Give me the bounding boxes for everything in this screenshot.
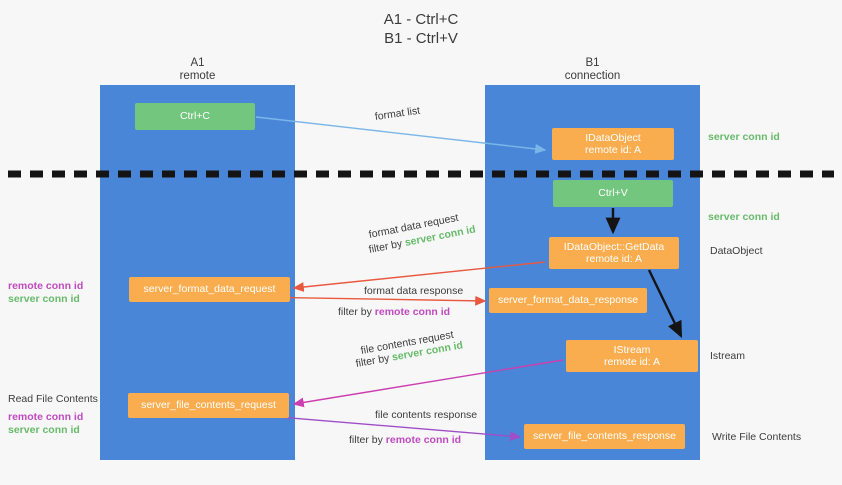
box-server-format-data-request[interactable]: server_format_data_request [129, 277, 290, 302]
annotation-write-file-contents: Write File Contents [712, 431, 802, 443]
lane-b1-name: B1 [585, 57, 600, 69]
lane-header-b1: B1 connection [515, 57, 670, 83]
filter-by-text-2: filter by [338, 306, 372, 318]
annotation-server-conn-id-mid: server conn id [708, 211, 780, 223]
edge-label-format-list: format list [374, 104, 421, 123]
page-title: A1 - Ctrl+C B1 - Ctrl+V [0, 10, 842, 48]
box-server-format-data-response-label: server_format_data_response [497, 294, 639, 307]
annotation-remote-conn-id-bottom: remote conn id [8, 411, 84, 423]
lane-b1-role: connection [564, 70, 621, 82]
title-line-1: A1 - Ctrl+C [383, 11, 459, 28]
box-ctrl-c-label: Ctrl+C [179, 110, 211, 123]
annotation-data-object: DataObject [710, 245, 763, 257]
lane-a1-role: remote [179, 70, 216, 82]
filter-by-text-3: filter by [354, 352, 391, 370]
box-server-file-contents-response-label: server_file_contents_response [532, 430, 676, 443]
box-ctrl-c[interactable]: Ctrl+C [135, 103, 255, 130]
box-server-file-contents-response[interactable]: server_file_contents_response [524, 424, 685, 449]
edge-filter-format-data-response: filter by remote conn id [338, 306, 450, 319]
annotation-left-middle: remote conn id server conn id [8, 280, 83, 306]
box-istream-subtitle: remote id: A [603, 356, 661, 368]
box-idataobject-subtitle: remote id: A [584, 144, 642, 156]
lane-header-a1: A1 remote [120, 57, 275, 83]
filter-by-text-4: filter by [349, 434, 383, 446]
lane-a1-name: A1 [190, 57, 205, 69]
box-istream[interactable]: IStream remote id: A [566, 340, 698, 372]
filter-value-remote-conn-id-2: remote conn id [385, 434, 462, 446]
box-server-file-contents-request[interactable]: server_file_contents_request [128, 393, 289, 418]
annotation-remote-conn-id-mid: remote conn id [8, 280, 84, 292]
title-line-2: B1 - Ctrl+V [384, 30, 458, 47]
box-server-format-data-request-label: server_format_data_request [143, 283, 276, 296]
annotation-server-conn-id-top: server conn id [708, 131, 780, 143]
annotation-server-conn-id-left-mid: server conn id [8, 293, 80, 305]
box-ctrl-v[interactable]: Ctrl+V [553, 180, 673, 207]
box-istream-title: IStream [613, 343, 651, 356]
box-getdata-subtitle: remote id: A [585, 253, 643, 265]
box-getdata-title: IDataObject::GetData [563, 240, 665, 253]
edge-filter-file-contents-response: filter by remote conn id [349, 434, 461, 447]
box-idataobject-getdata[interactable]: IDataObject::GetData remote id: A [549, 237, 679, 269]
annotation-server-conn-id-left-bottom: server conn id [8, 424, 80, 436]
edge-label-file-contents-response: file contents response [375, 409, 478, 421]
filter-value-remote-conn-id-1: remote conn id [374, 306, 451, 318]
box-server-file-contents-request-label: server_file_contents_request [141, 399, 276, 412]
edge-label-format-data-response: format data response [364, 285, 464, 297]
annotation-left-bottom: remote conn id server conn id [8, 411, 83, 437]
annotation-read-file-contents: Read File Contents [8, 393, 98, 405]
box-idataobject[interactable]: IDataObject remote id: A [552, 128, 674, 160]
box-ctrl-v-label: Ctrl+V [598, 187, 628, 200]
box-idataobject-title: IDataObject [585, 131, 641, 144]
box-server-format-data-response[interactable]: server_format_data_response [489, 288, 647, 313]
annotation-istream: Istream [710, 350, 746, 362]
